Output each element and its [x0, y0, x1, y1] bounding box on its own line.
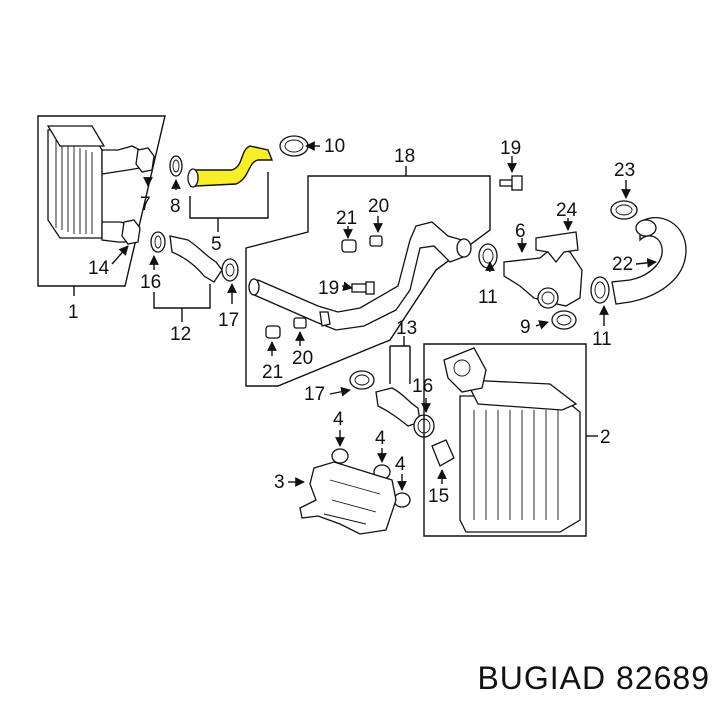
gasket-icon	[150, 231, 166, 253]
outlet-hose	[611, 217, 687, 305]
brand-name: BUGIAD	[477, 660, 607, 696]
middle-lower-group	[288, 336, 435, 535]
callout-10: 10	[324, 136, 345, 157]
callout-19a: 19	[500, 138, 521, 159]
callout-21b: 21	[262, 362, 283, 383]
callout-11a: 11	[478, 287, 498, 308]
callout-2: 2	[600, 427, 611, 448]
mounting-bracket	[299, 461, 397, 535]
left-intercooler-group	[37, 115, 166, 296]
gasket-icon	[431, 439, 455, 467]
grommet-icon	[265, 325, 281, 339]
grommet-icon	[341, 239, 357, 253]
part-number: 82689	[616, 660, 710, 696]
grommet-icon	[331, 448, 349, 464]
clip-icon	[121, 219, 141, 245]
callout-19b: 19	[318, 278, 339, 299]
hose-clamp-icon	[279, 135, 309, 157]
hose-clamp-icon	[221, 258, 239, 282]
callout-16b: 16	[412, 376, 433, 397]
callout-5: 5	[211, 234, 222, 255]
callout-12: 12	[170, 324, 191, 345]
callout-13: 13	[396, 318, 417, 339]
callout-4c: 4	[395, 454, 406, 475]
bolt-icon	[351, 281, 375, 295]
callout-4b: 4	[375, 428, 386, 449]
callout-17b: 17	[304, 384, 325, 405]
callout-labels: 1 2 3 4 4 4 5 6 7 8 9 10 11 11 12 13 14 …	[68, 136, 635, 507]
hose-clamp-icon	[349, 370, 375, 390]
upper-intake-hose	[191, 145, 274, 187]
bracket-icon	[535, 231, 579, 264]
right-intercooler-icon	[443, 347, 581, 533]
bolt-icon	[499, 175, 523, 191]
callout-21a: 21	[336, 208, 357, 229]
callout-20b: 20	[292, 348, 313, 369]
gasket-icon	[169, 155, 183, 177]
callout-4a: 4	[333, 409, 344, 430]
lower-left-hose	[169, 235, 223, 283]
callout-8: 8	[170, 196, 181, 217]
callout-24: 24	[556, 200, 578, 221]
callout-22: 22	[612, 254, 633, 275]
callout-6: 6	[515, 221, 526, 242]
callout-16a: 16	[140, 272, 161, 293]
callout-14: 14	[88, 258, 110, 279]
right-upper-group	[478, 156, 687, 330]
hose-clamp-icon	[610, 200, 638, 220]
callout-1: 1	[68, 302, 79, 323]
right-intercooler-group	[423, 343, 598, 537]
callout-18: 18	[394, 146, 415, 167]
callout-9: 9	[520, 317, 531, 338]
callout-15: 15	[428, 486, 449, 507]
lower-left-hose-group	[149, 231, 239, 322]
callout-23: 23	[614, 160, 635, 181]
clip-icon	[135, 147, 155, 173]
callout-20a: 20	[368, 196, 389, 217]
callout-11b: 11	[592, 329, 612, 350]
callout-17a: 17	[218, 310, 239, 331]
brand-caption: BUGIAD 82689	[477, 660, 710, 697]
callout-3: 3	[274, 472, 285, 493]
central-pipe-group	[245, 166, 491, 387]
hose-clamp-icon	[590, 276, 610, 304]
hose-clamp-icon	[478, 243, 498, 269]
gasket-icon	[551, 310, 577, 330]
callout-7: 7	[140, 194, 151, 215]
stud-icon	[293, 317, 307, 329]
stud-icon	[369, 235, 383, 247]
upper-hose-group	[169, 135, 320, 232]
